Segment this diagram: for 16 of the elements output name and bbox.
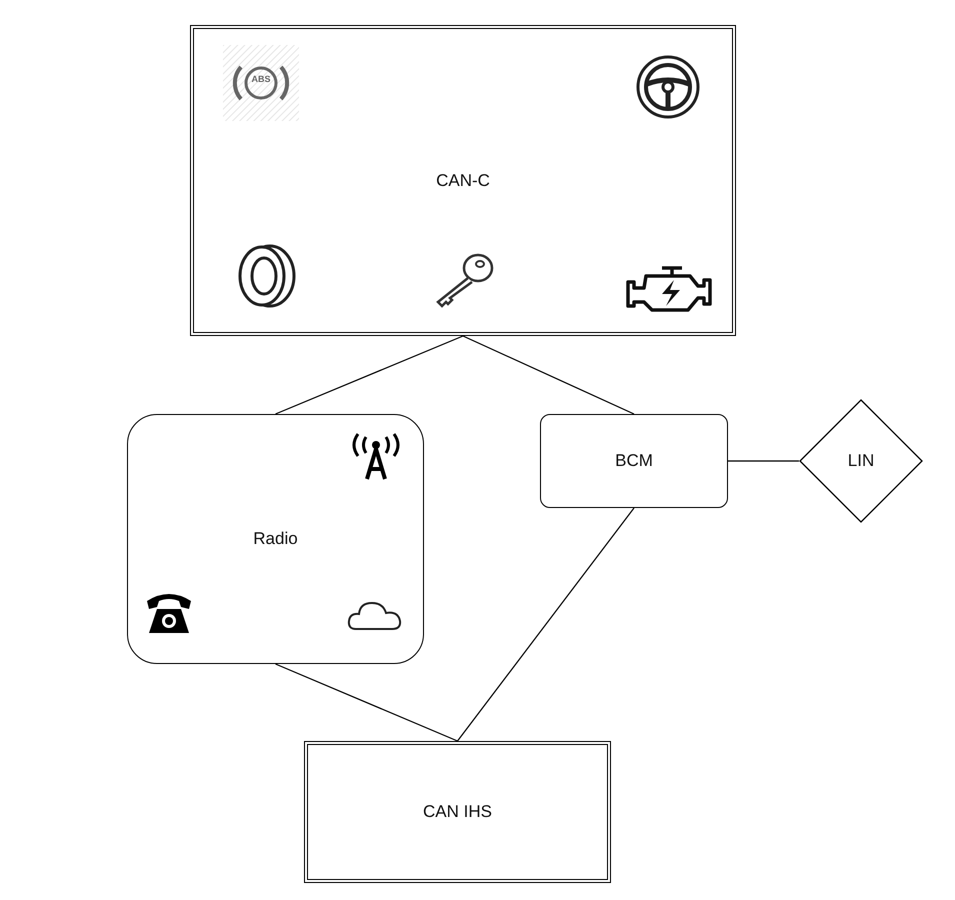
node-label: CAN IHS bbox=[423, 802, 492, 822]
connector-line bbox=[462, 335, 634, 415]
connector-line bbox=[275, 335, 464, 415]
connector-line bbox=[275, 663, 458, 742]
node-label: BCM bbox=[615, 451, 653, 471]
node-label: Radio bbox=[253, 529, 298, 549]
process-box bbox=[540, 414, 728, 508]
connector-line bbox=[457, 508, 634, 742]
connector-line bbox=[728, 460, 799, 462]
decision-diamond bbox=[799, 399, 923, 523]
node-label: CAN-C bbox=[436, 170, 490, 190]
icon-text: ABS bbox=[250, 74, 272, 84]
bus-box bbox=[190, 25, 736, 336]
node-label: LIN bbox=[848, 451, 874, 471]
bus-box bbox=[304, 741, 611, 883]
radio-box bbox=[127, 414, 424, 664]
